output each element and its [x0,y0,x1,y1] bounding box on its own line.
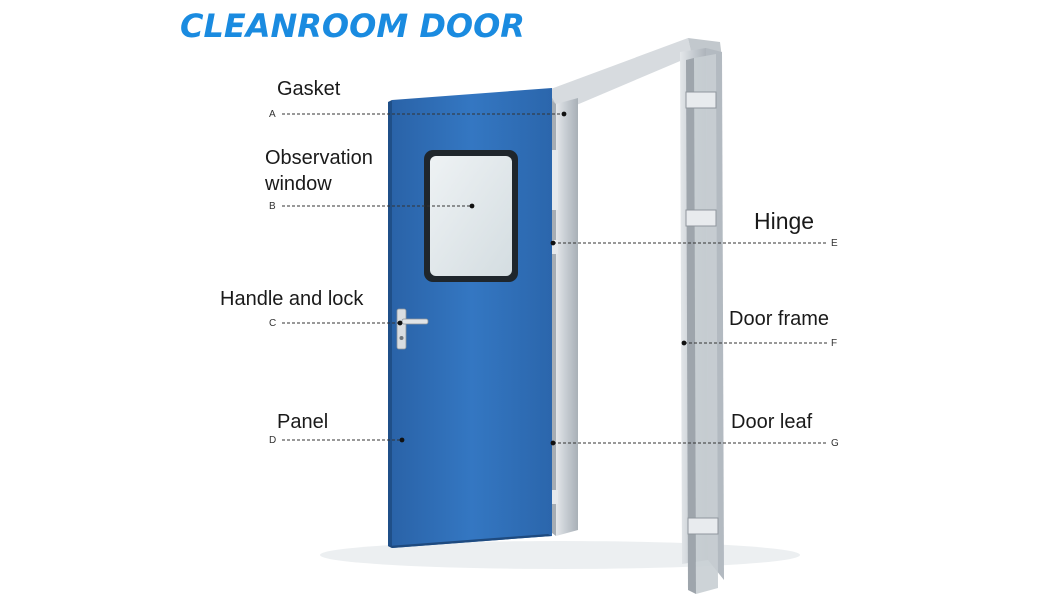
letter-a: A [269,109,276,120]
label-gasket: Gasket [277,78,341,100]
label-observation-window-line2: window [265,173,332,195]
handle-and-lock [396,308,429,350]
letter-g: G [831,438,839,449]
letter-c: C [269,318,277,329]
door-frame [548,38,724,594]
letter-b: B [269,201,276,212]
label-observation-window-line1: Observation [265,147,373,169]
letter-e: E [831,238,838,249]
leader-lines [282,113,828,444]
label-handle-and-lock: Handle and lock [220,288,364,310]
observation-window [424,150,518,282]
diagram-title: CLEANROOM DOOR [180,7,525,45]
label-door-leaf: Door leaf [731,411,813,433]
label-panel: Panel [277,411,329,433]
floor-shadow [320,541,800,569]
label-hinge: Hinge [754,208,815,234]
letter-d: D [269,435,277,446]
letter-f: F [831,338,838,349]
label-door-frame: Door frame [729,308,830,330]
leader-dots [397,111,687,446]
